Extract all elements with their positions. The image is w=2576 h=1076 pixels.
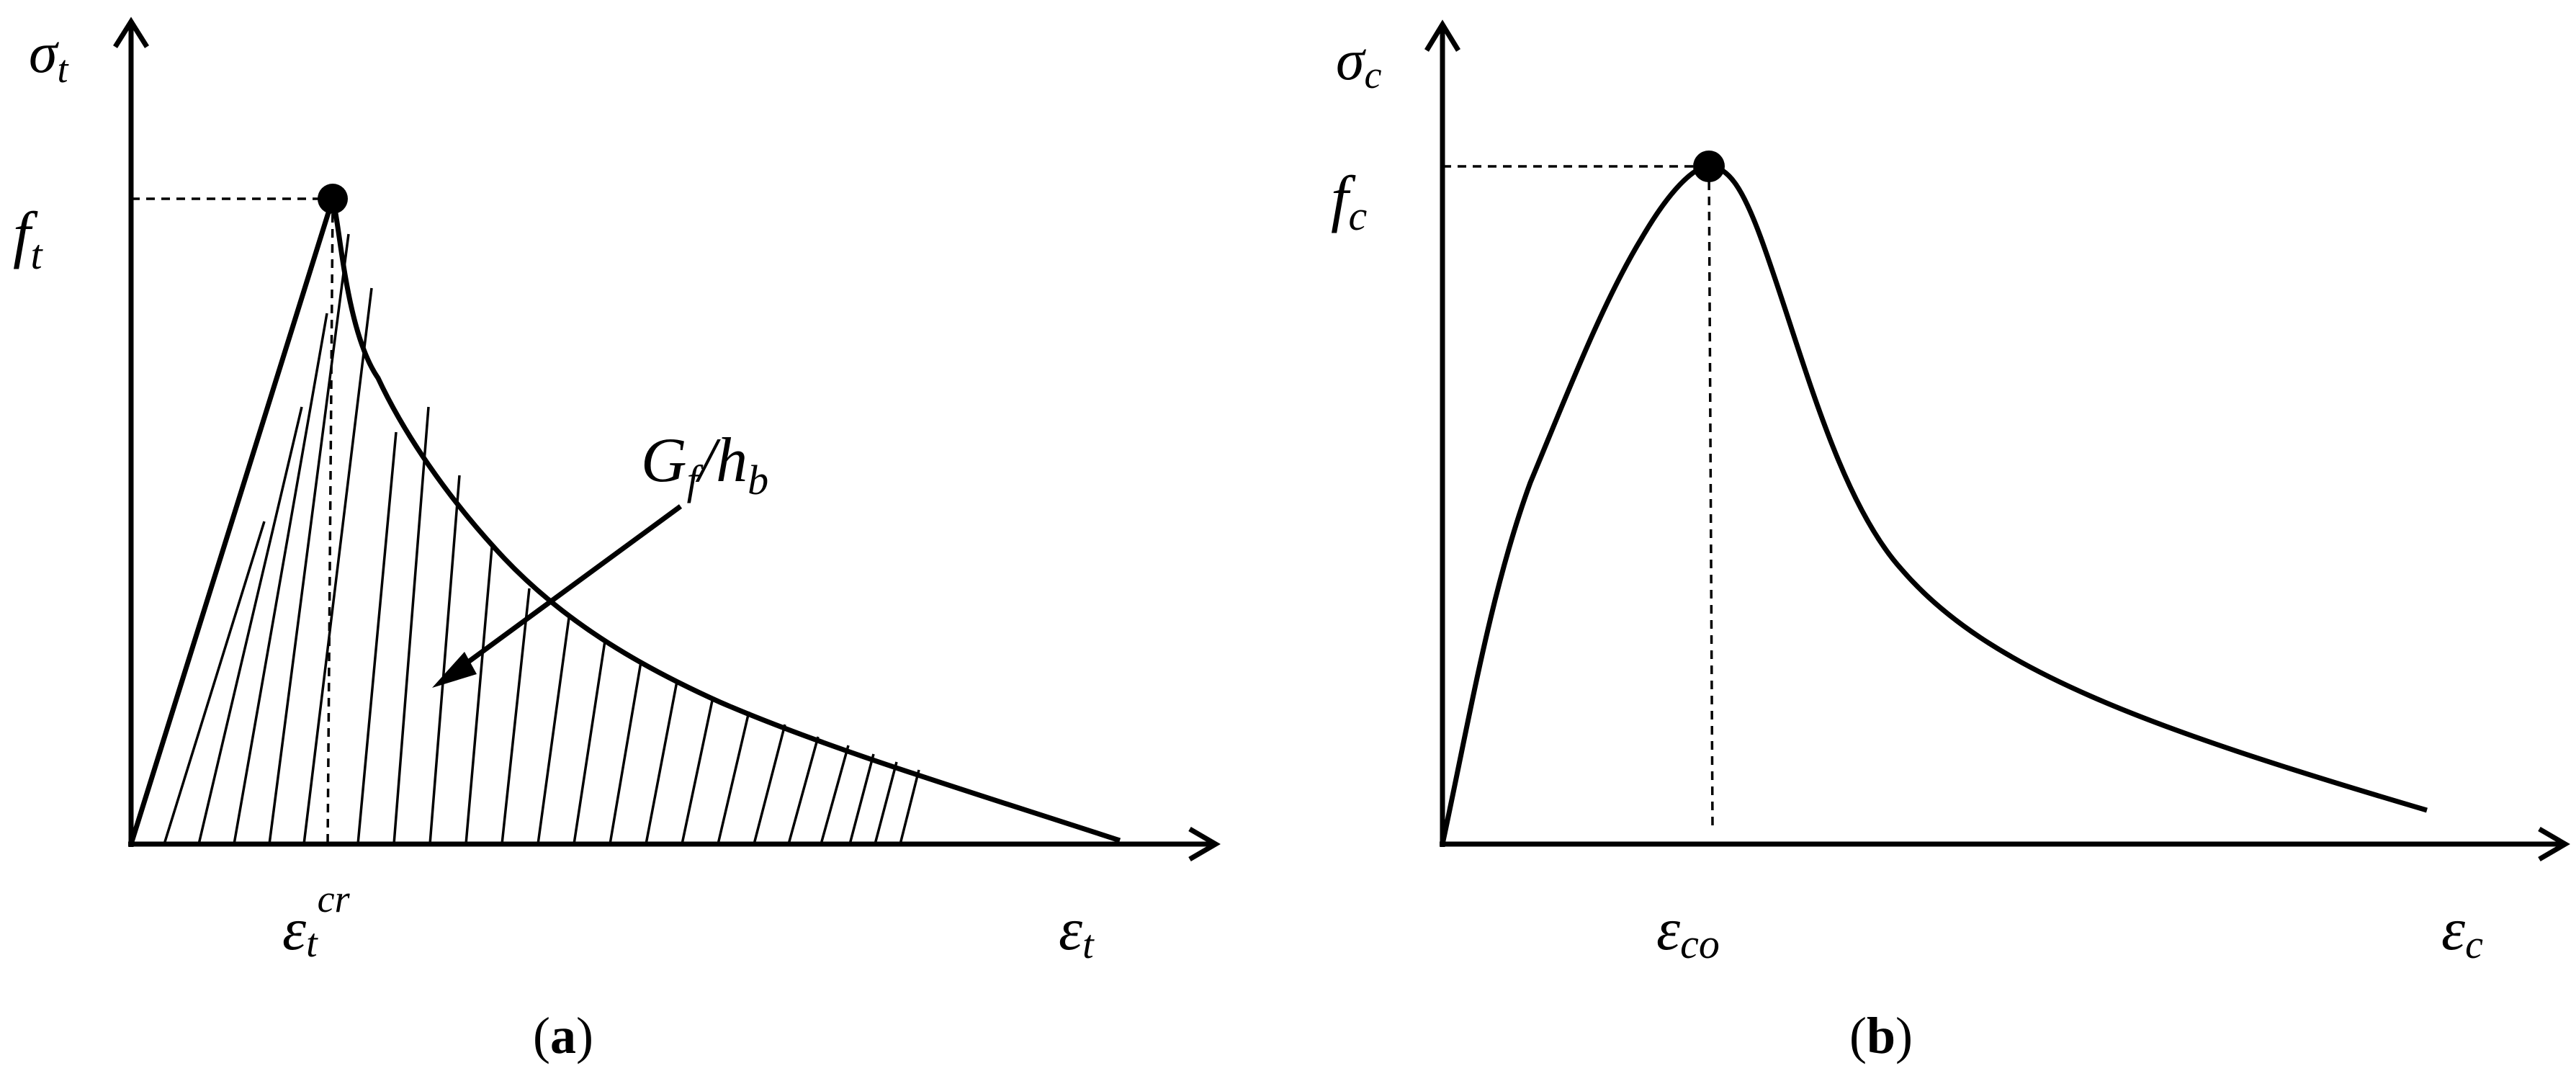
fracture-energy-label: Gf/hb [641,426,768,503]
x-axis-b-label: εc [2441,896,2483,967]
y-axis-a-label: σt [29,22,69,91]
tension-softening-curve [128,196,1121,846]
compressive-strength-peak-point [1693,151,1725,182]
y-axis-b-arrowhead [1424,19,1460,52]
x-axis-a-arrowhead [1188,826,1221,862]
peak-vertical-dash [326,198,334,845]
tensile-strength-label: ft [13,200,43,278]
x-axis-b-arrowhead [2538,826,2570,862]
fracture-energy-hatching [163,233,920,845]
peak-vertical-dash-b [1707,166,1714,829]
area-pointer-arrow [457,504,683,671]
area-pointer-arrowhead [432,652,477,688]
panel-b: σc fc εco εc (b) [1331,19,2570,1064]
x-axis-a-label: εt [1059,896,1095,967]
panel-a: σt ft εtcr εt Gf/hb (a) [13,17,1221,1064]
y-axis-b-label: σc [1336,29,1381,97]
tensile-strength-peak-point [318,184,348,214]
peak-strain-label: εco [1656,896,1720,967]
compressive-strength-label: fc [1331,164,1367,239]
caption-a: (a) [533,1007,593,1064]
y-axis-a-arrowhead [113,17,149,48]
compression-stress-strain-curve [1440,163,2428,845]
cracking-strain-label: εtcr [282,877,351,966]
caption-b: (b) [1849,1007,1913,1064]
